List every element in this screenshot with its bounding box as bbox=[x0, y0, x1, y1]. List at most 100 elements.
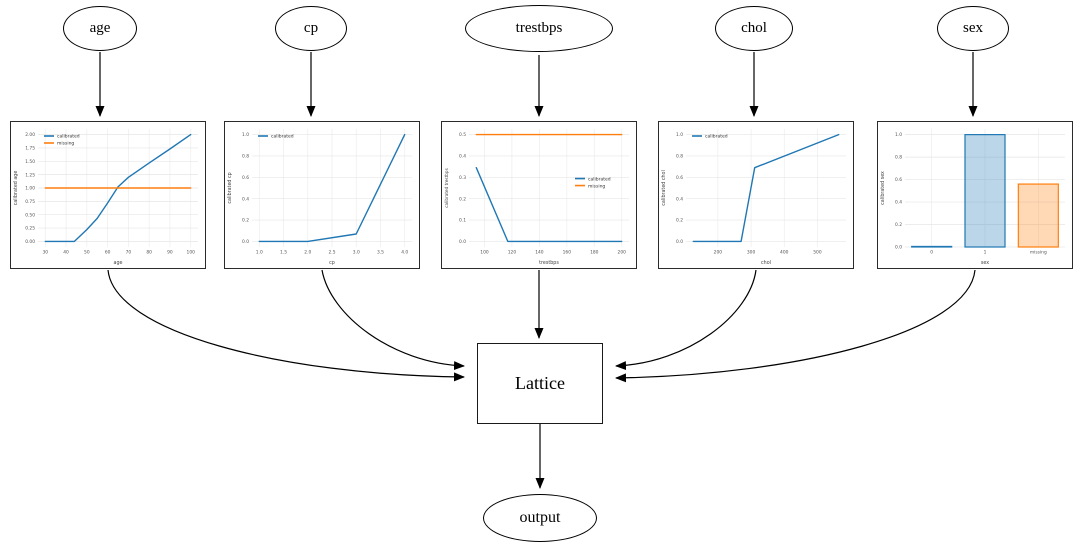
svg-text:0.75: 0.75 bbox=[25, 199, 35, 205]
svg-text:calibrated age: calibrated age bbox=[13, 171, 19, 206]
svg-text:1.0: 1.0 bbox=[676, 132, 683, 138]
svg-text:chol: chol bbox=[761, 260, 771, 266]
svg-text:calibrated sex: calibrated sex bbox=[880, 171, 886, 205]
svg-text:0.0: 0.0 bbox=[676, 239, 683, 245]
input-node-sex-label: sex bbox=[963, 20, 983, 36]
edge-cp-to-lattice bbox=[321, 269, 465, 371]
svg-text:calibrated: calibrated bbox=[57, 134, 80, 140]
output-node-label: output bbox=[519, 509, 561, 526]
svg-text:80: 80 bbox=[146, 250, 152, 256]
svg-text:100: 100 bbox=[480, 250, 489, 256]
edge-age-to-lattice bbox=[107, 269, 465, 382]
input-node-age: age bbox=[63, 6, 137, 51]
lattice-node-label: Lattice bbox=[515, 373, 565, 393]
svg-text:40: 40 bbox=[63, 250, 69, 256]
input-node-age-label: age bbox=[89, 20, 111, 36]
svg-text:0.4: 0.4 bbox=[676, 196, 683, 202]
svg-text:0.6: 0.6 bbox=[242, 175, 249, 181]
svg-text:0.00: 0.00 bbox=[25, 239, 35, 245]
svg-text:400: 400 bbox=[780, 250, 789, 256]
svg-text:90: 90 bbox=[167, 250, 173, 256]
svg-text:0.5: 0.5 bbox=[459, 132, 466, 138]
svg-text:0: 0 bbox=[930, 250, 933, 256]
svg-text:age: age bbox=[114, 261, 123, 266]
svg-text:300: 300 bbox=[747, 250, 756, 256]
svg-text:calibrated chol: calibrated chol bbox=[661, 170, 667, 206]
svg-text:100: 100 bbox=[187, 250, 196, 256]
input-node-trestbps: trestbps bbox=[465, 5, 613, 52]
svg-text:1.0: 1.0 bbox=[242, 132, 249, 138]
svg-text:1.25: 1.25 bbox=[25, 172, 35, 178]
svg-text:120: 120 bbox=[508, 250, 517, 256]
svg-text:3.0: 3.0 bbox=[353, 250, 360, 256]
svg-text:1.00: 1.00 bbox=[25, 186, 35, 192]
svg-text:0.2: 0.2 bbox=[242, 218, 249, 224]
svg-text:missing: missing bbox=[1030, 250, 1047, 256]
svg-text:calibrated cp: calibrated cp bbox=[227, 172, 233, 203]
input-node-cp-label: cp bbox=[303, 20, 319, 36]
svg-text:30: 30 bbox=[42, 250, 48, 256]
svg-text:1.0: 1.0 bbox=[895, 132, 902, 138]
svg-text:0.50: 0.50 bbox=[25, 212, 35, 218]
svg-text:0.2: 0.2 bbox=[459, 196, 466, 202]
svg-text:180: 180 bbox=[590, 250, 599, 256]
input-node-sex: sex bbox=[937, 6, 1009, 51]
svg-text:500: 500 bbox=[813, 250, 822, 256]
svg-text:calibrated trestbps: calibrated trestbps bbox=[444, 168, 449, 208]
svg-text:calibrated: calibrated bbox=[588, 176, 611, 182]
svg-text:0.8: 0.8 bbox=[895, 155, 902, 161]
sex-calibration-plot: 0.0 0.2 0.4 0.6 0.8 1.0 0 1 missing sex calibrated… bbox=[878, 122, 1071, 267]
output-node: output bbox=[483, 494, 597, 542]
input-node-chol-label: chol bbox=[741, 20, 767, 36]
svg-text:60: 60 bbox=[105, 250, 111, 256]
svg-text:calibrated: calibrated bbox=[271, 134, 294, 140]
svg-text:4.0: 4.0 bbox=[401, 250, 408, 256]
input-node-trestbps-label: trestbps bbox=[515, 20, 563, 36]
svg-text:0.3: 0.3 bbox=[459, 175, 466, 181]
svg-text:0.0: 0.0 bbox=[895, 245, 902, 251]
svg-text:1.0: 1.0 bbox=[256, 250, 263, 256]
input-node-cp: cp bbox=[275, 6, 347, 51]
svg-text:3.5: 3.5 bbox=[377, 250, 384, 256]
svg-text:0.2: 0.2 bbox=[895, 222, 902, 228]
svg-text:1.5: 1.5 bbox=[280, 250, 287, 256]
input-node-chol: chol bbox=[715, 6, 793, 51]
svg-text:2.5: 2.5 bbox=[329, 250, 336, 256]
svg-text:0.4: 0.4 bbox=[895, 200, 902, 206]
svg-text:70: 70 bbox=[126, 250, 132, 256]
svg-text:0.4: 0.4 bbox=[459, 154, 466, 160]
svg-text:0.0: 0.0 bbox=[242, 239, 249, 245]
svg-text:0.4: 0.4 bbox=[242, 196, 249, 202]
svg-text:0.25: 0.25 bbox=[25, 226, 35, 232]
svg-text:50: 50 bbox=[84, 250, 90, 256]
svg-text:calibrated: calibrated bbox=[705, 134, 728, 140]
svg-text:2.0: 2.0 bbox=[304, 250, 311, 256]
svg-text:160: 160 bbox=[563, 250, 572, 256]
svg-text:missing: missing bbox=[588, 183, 605, 189]
svg-text:0.2: 0.2 bbox=[676, 218, 683, 224]
lattice-node: Lattice bbox=[477, 343, 603, 424]
svg-text:missing: missing bbox=[57, 141, 74, 147]
svg-text:2.00: 2.00 bbox=[25, 132, 35, 138]
svg-text:0.6: 0.6 bbox=[676, 175, 683, 181]
svg-text:1: 1 bbox=[984, 250, 987, 256]
svg-text:0.1: 0.1 bbox=[459, 218, 466, 224]
svg-text:0.8: 0.8 bbox=[676, 154, 683, 160]
svg-text:cp: cp bbox=[329, 261, 335, 266]
svg-text:0.6: 0.6 bbox=[895, 177, 902, 183]
calibrator-chart-sex: 0.0 0.2 0.4 0.6 0.8 1.0 0 1 missing sex calibrated… bbox=[877, 121, 1073, 269]
edge-chol-to-lattice bbox=[615, 269, 757, 371]
svg-text:1.50: 1.50 bbox=[25, 159, 35, 165]
svg-text:0.0: 0.0 bbox=[459, 239, 466, 245]
svg-text:sex: sex bbox=[981, 261, 989, 266]
